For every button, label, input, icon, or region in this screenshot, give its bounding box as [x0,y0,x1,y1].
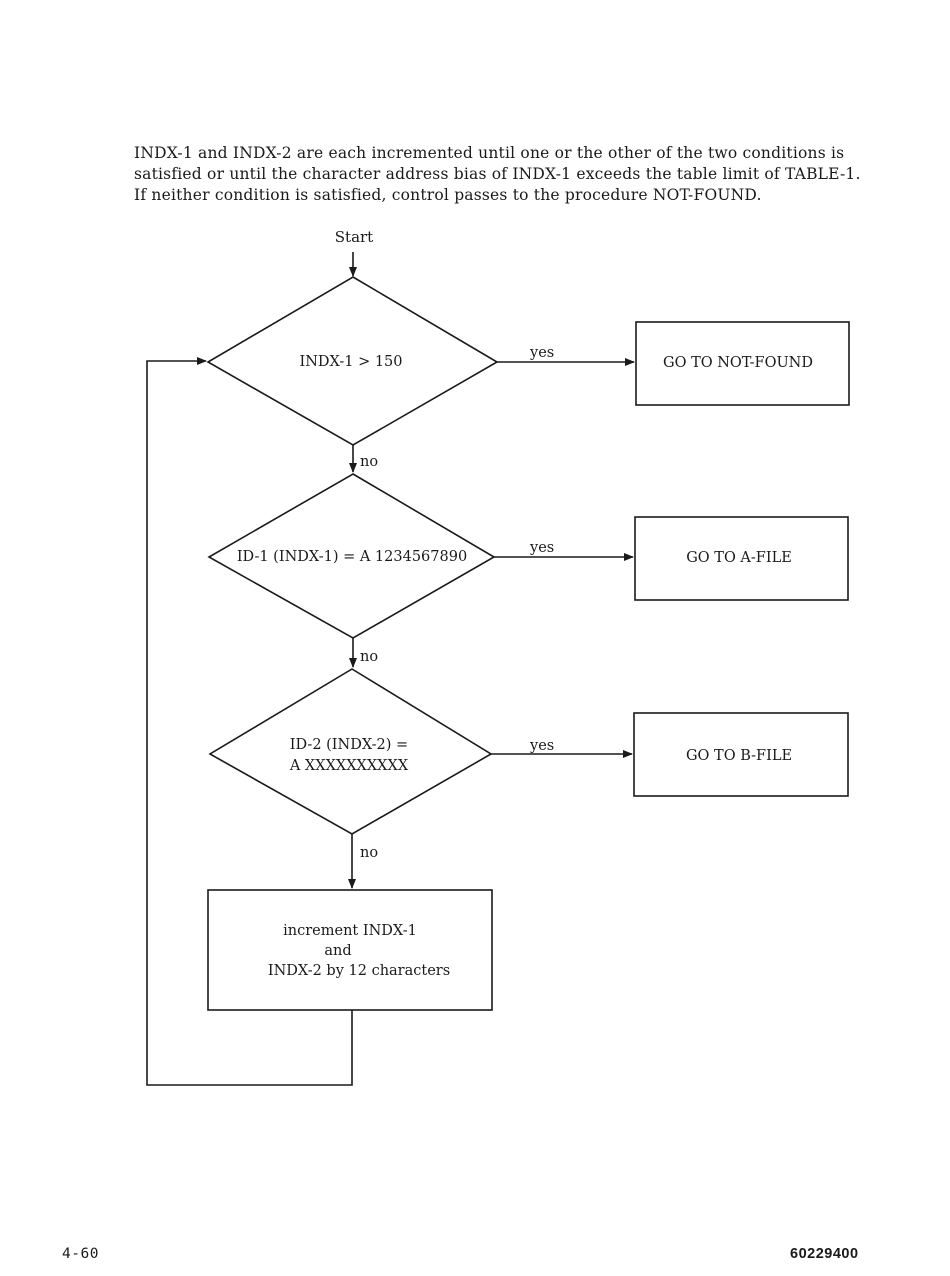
decision-3-yes-label: yes [529,738,554,754]
decision-3-line-1: ID-2 (INDX-2) = [290,737,408,753]
loop-back-arrow [146,357,353,1086]
start-label: Start [335,228,373,246]
action-b-file-label: GO TO B-FILE [686,748,792,764]
decision-2-text: ID-1 (INDX-1) = A 1234567890 [237,549,467,565]
increment-process-box [207,889,493,1011]
action-b-file-box [633,712,849,797]
intro-line-2: satisfied or until the character address… [134,165,861,183]
process-line-3: INDX-2 by 12 characters [268,963,450,979]
process-line-1: increment INDX-1 [283,923,417,939]
decision-3-no-label: no [360,845,378,861]
intro-line-3: If neither condition is satisfied, contr… [134,186,762,204]
page-number: 4-60 [62,1246,99,1262]
action-a-file-box [634,516,849,601]
process-line-2: and [324,943,351,959]
decision-1-no-label: no [360,454,378,470]
decision-1-text: INDX-1 > 150 [299,354,402,370]
document-number: 60229400 [790,1246,859,1262]
decision-2-yes-label: yes [529,540,554,556]
action-a-file-label: GO TO A-FILE [686,550,792,566]
intro-line-1: INDX-1 and INDX-2 are each incremented u… [134,144,845,162]
decision-3-line-2: A XXXXXXXXXX [289,758,409,774]
action-not-found-box [635,321,850,406]
action-not-found-label: GO TO NOT-FOUND [663,355,813,371]
intro-paragraph: INDX-1 and INDX-2 are each incremented u… [134,143,914,206]
decision-2-no-label: no [360,649,378,665]
decision-1-yes-label: yes [529,345,554,361]
